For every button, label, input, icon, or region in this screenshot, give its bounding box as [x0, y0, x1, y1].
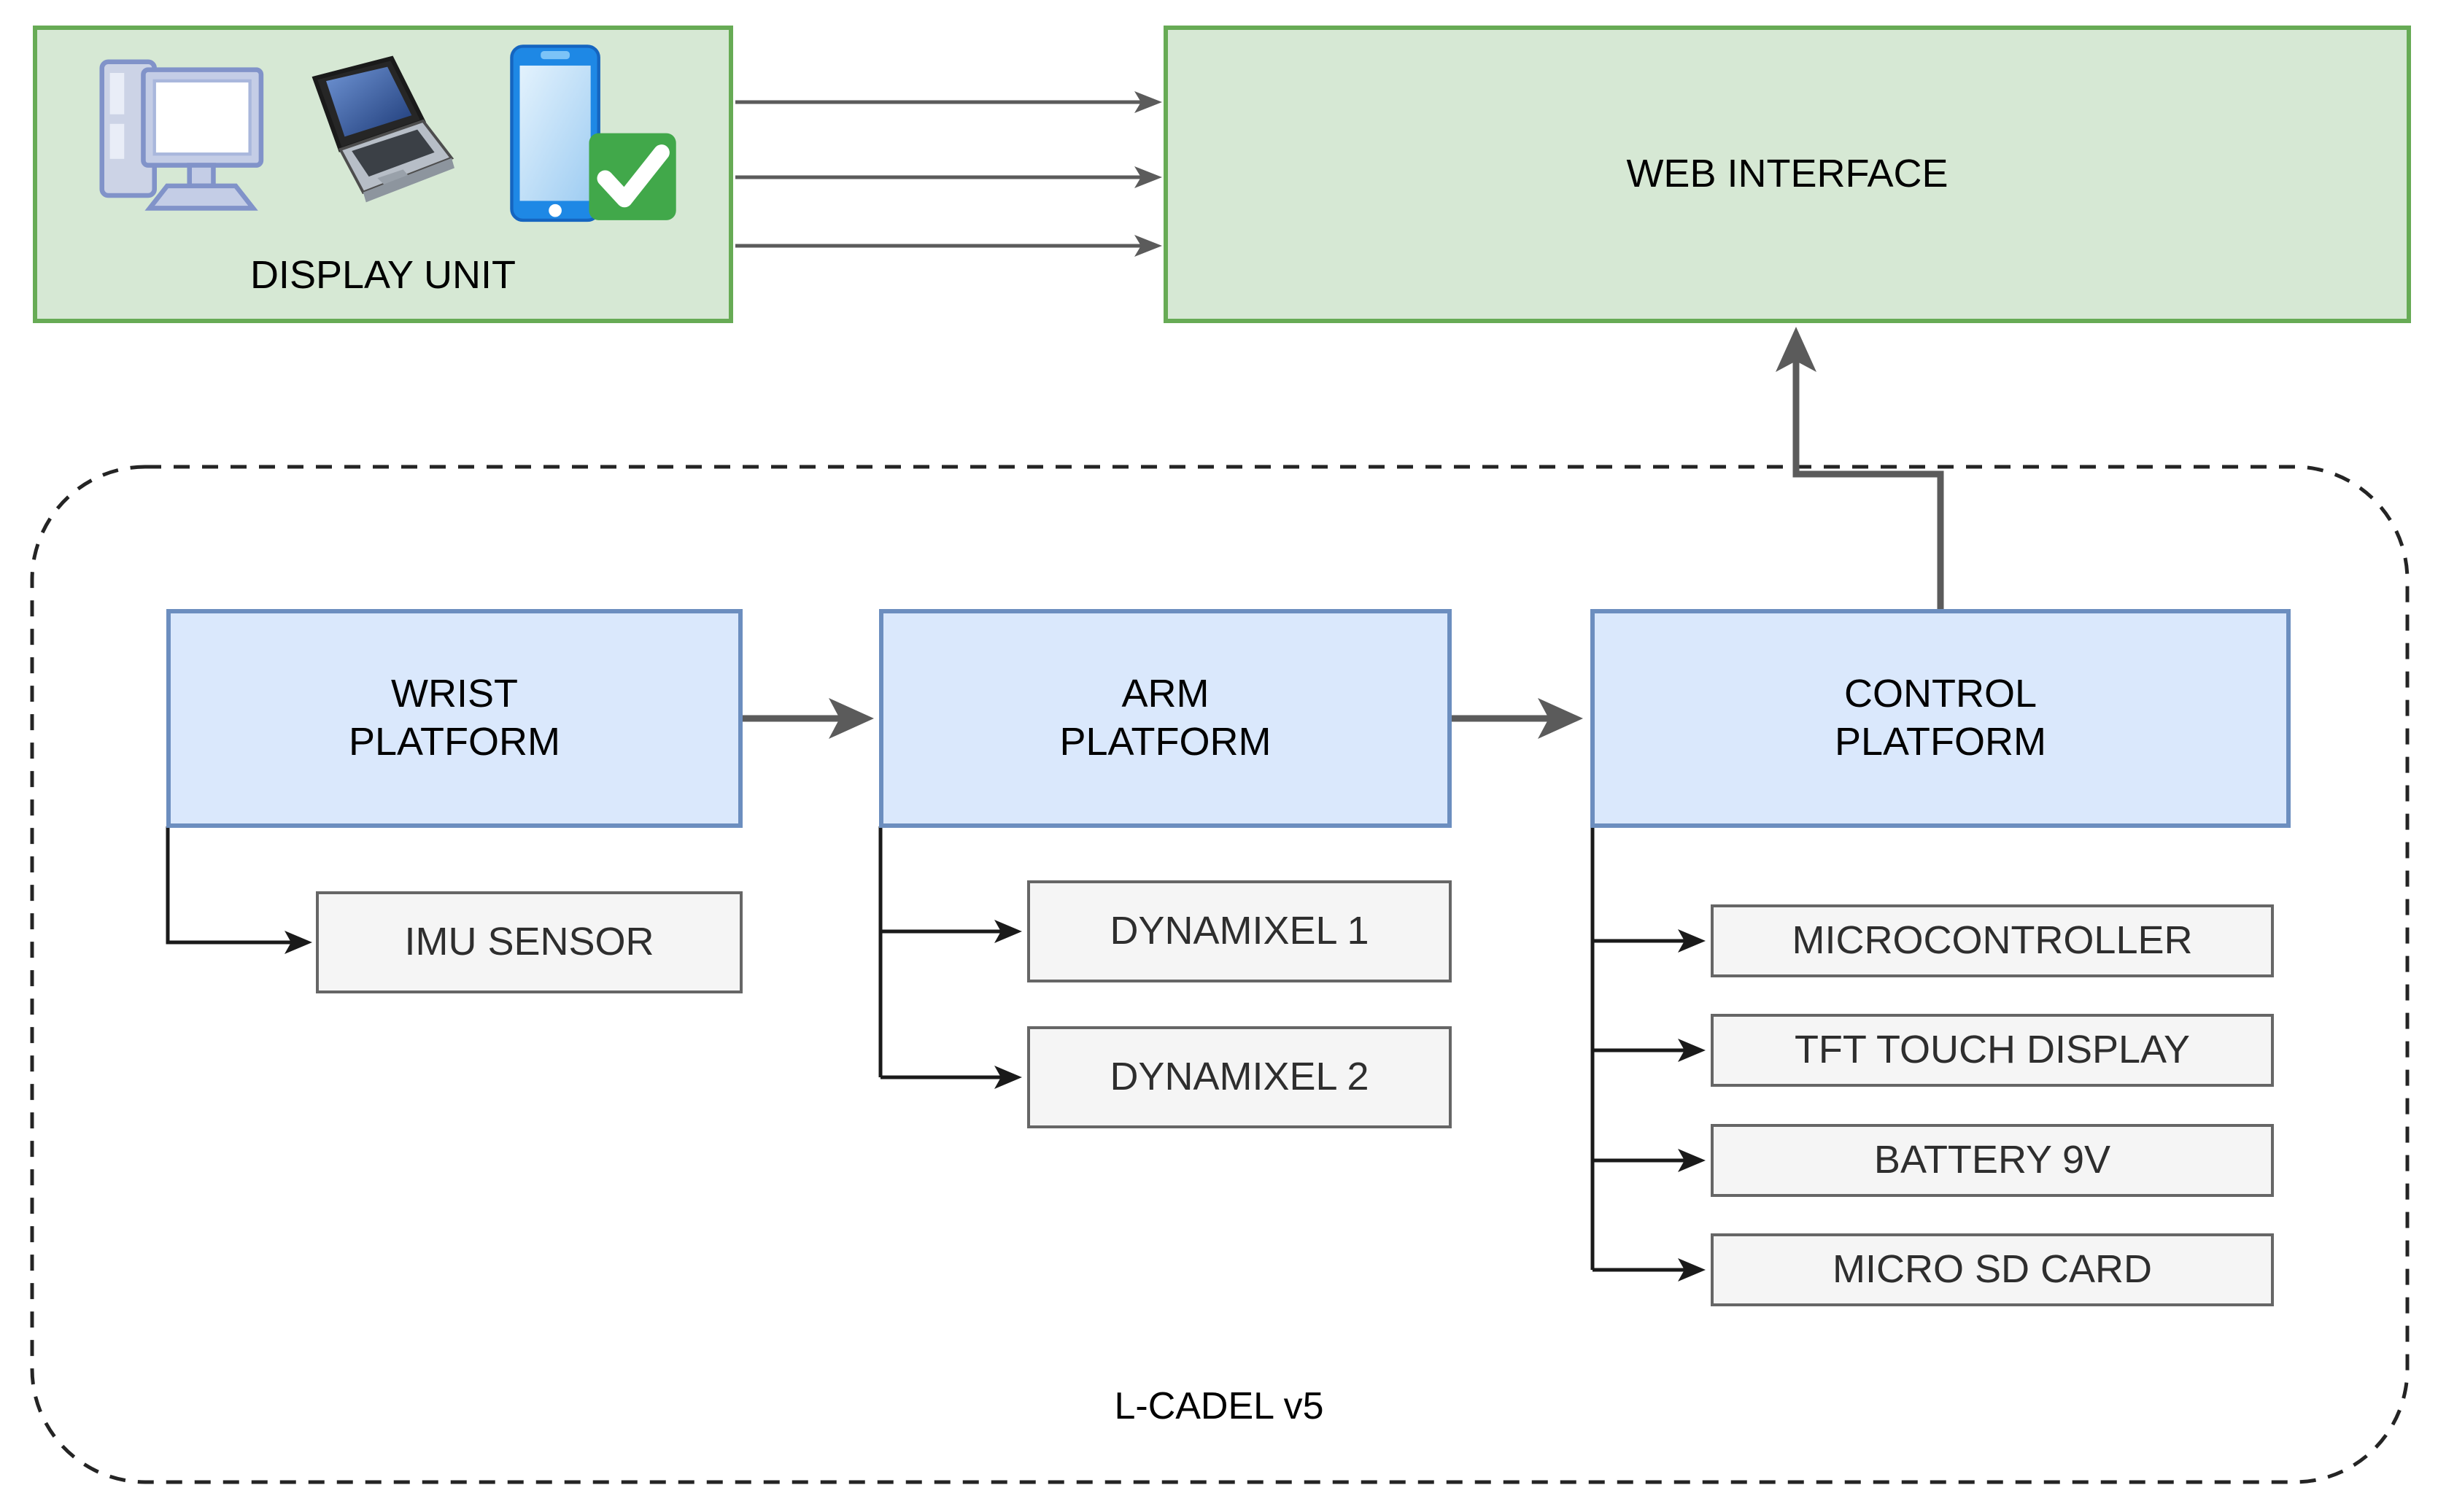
dynamixel1-box: DYNAMIXEL 1 — [1027, 880, 1452, 982]
container-caption: L-CADEL v5 — [1114, 1385, 1324, 1427]
control-platform-label: CONTROL PLATFORM — [1834, 672, 2046, 764]
tft-touch-display-label: TFT TOUCH DISPLAY — [1794, 1028, 2191, 1072]
display-unit-label: DISPLAY UNIT — [249, 253, 516, 298]
desktop-computer-icon — [99, 59, 264, 211]
imu-sensor-box: IMU SENSOR — [316, 891, 743, 993]
display-unit-icons — [37, 30, 729, 319]
dynamixel1-label: DYNAMIXEL 1 — [1110, 909, 1369, 953]
microcontroller-box: MICROCONTROLLER — [1711, 904, 2274, 977]
dynamixel2-box: DYNAMIXEL 2 — [1027, 1026, 1452, 1128]
display-unit-box: DISPLAY UNIT — [33, 26, 733, 323]
wrist-platform-box: WRIST PLATFORM — [166, 609, 743, 828]
tft-touch-display-box: TFT TOUCH DISPLAY — [1711, 1014, 2274, 1087]
arm-platform-label: ARM PLATFORM — [1059, 672, 1272, 764]
micro-sd-card-label: MICRO SD CARD — [1832, 1247, 2152, 1292]
arm-platform-box: ARM PLATFORM — [879, 609, 1452, 828]
battery-9v-box: BATTERY 9V — [1711, 1124, 2274, 1197]
edge-wrist-to-imu — [166, 826, 312, 954]
edge-control-to-web — [1776, 327, 1944, 610]
web-interface-label: WEB INTERFACE — [1626, 152, 1949, 196]
imu-sensor-label: IMU SENSOR — [404, 920, 654, 964]
battery-9v-label: BATTERY 9V — [1873, 1138, 2111, 1182]
micro-sd-card-box: MICRO SD CARD — [1711, 1233, 2274, 1306]
web-interface-box: WEB INTERFACE — [1164, 26, 2411, 323]
laptop-icon — [311, 55, 454, 203]
wrist-platform-label: WRIST PLATFORM — [348, 672, 560, 764]
dynamixel2-label: DYNAMIXEL 2 — [1110, 1055, 1369, 1099]
microcontroller-label: MICROCONTROLLER — [1792, 918, 2193, 963]
smartphone-check-icon — [510, 44, 676, 222]
control-platform-box: CONTROL PLATFORM — [1590, 609, 2291, 828]
